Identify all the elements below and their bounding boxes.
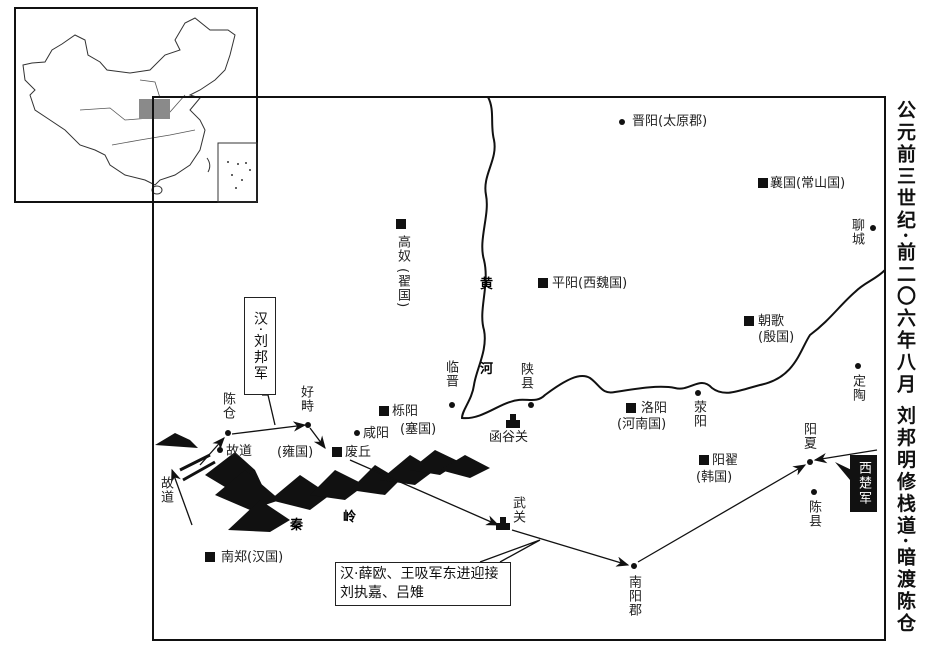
label-chencang: 陈仓 — [220, 392, 235, 420]
map-frame — [152, 96, 886, 641]
city-dots — [217, 119, 876, 569]
label-xianyang: 咸阳 — [363, 426, 390, 441]
label-nanyang: 南阳郡 — [626, 575, 641, 617]
label-feiqiu: 废丘 — [345, 445, 372, 460]
callout-xichu-army: 西楚军 — [850, 455, 877, 512]
label-jinyang: 晋阳(太原郡) — [632, 114, 708, 129]
label-luoyang: 洛阳 — [641, 401, 668, 416]
label-xiangguo: 襄国(常山国) — [770, 176, 846, 191]
label-mountain-qin: 秦 — [290, 518, 304, 533]
label-linjin: 临晋 — [443, 360, 458, 388]
label-gaonu-state: (翟国) — [395, 268, 410, 309]
label-mountain-ling: 岭 — [343, 510, 357, 525]
label-chenxian: 陈县 — [806, 500, 821, 528]
label-haozhi: 好畤 — [298, 385, 313, 413]
label-chaoge: 朝歌 — [758, 314, 785, 329]
callout-xueou-army: 汉·薛欧、王吸军东进迎接刘执嘉、吕雉 — [335, 562, 511, 606]
label-dingtao: 定陶 — [850, 374, 865, 402]
yellow-river — [460, 96, 886, 420]
label-yangzhai-state: (韩国) — [696, 470, 733, 485]
label-chaoge-state: (殷国) — [758, 330, 795, 345]
label-yueyang-state: (塞国) — [400, 422, 437, 437]
label-pingyang: 平阳(西魏国) — [552, 276, 628, 291]
label-river-he: 河 — [480, 362, 494, 377]
label-river-huang: 黄 — [480, 277, 494, 292]
callout-liubang-army: 汉·刘邦军 — [244, 297, 276, 395]
inset-highlight-region — [139, 99, 170, 119]
label-yueyang: 栎阳 — [392, 404, 419, 419]
label-liaocheng: 聊城 — [849, 218, 864, 246]
label-gaonu: 高奴 — [395, 235, 410, 263]
label-gudao-town: 故道 — [226, 444, 253, 459]
qinling-mountains — [155, 433, 490, 532]
label-xingyang: 荥阳 — [691, 400, 706, 428]
route-arrows — [171, 421, 878, 567]
wuguan-pass-icon — [496, 517, 510, 530]
label-luoyang-state: (河南国) — [617, 417, 667, 432]
hanguguan-pass-icon — [506, 414, 520, 428]
label-wuguan: 武关 — [510, 496, 525, 524]
label-nanzheng: 南郑(汉国) — [221, 550, 284, 565]
map-title: 公元前三世纪·前二〇六年八月 刘邦明修栈道·暗渡陈仓 — [894, 100, 916, 635]
label-yangxia: 阳夏 — [801, 422, 816, 450]
inset-china-map — [14, 7, 258, 215]
label-shanxian: 陕县 — [518, 362, 533, 390]
label-yong-state: (雍国) — [277, 445, 314, 460]
label-hanguguan: 函谷关 — [489, 430, 529, 445]
capital-squares — [205, 178, 768, 562]
label-gudao-road: 故道 — [158, 476, 173, 504]
label-yangzhai: 阳翟 — [712, 453, 739, 468]
